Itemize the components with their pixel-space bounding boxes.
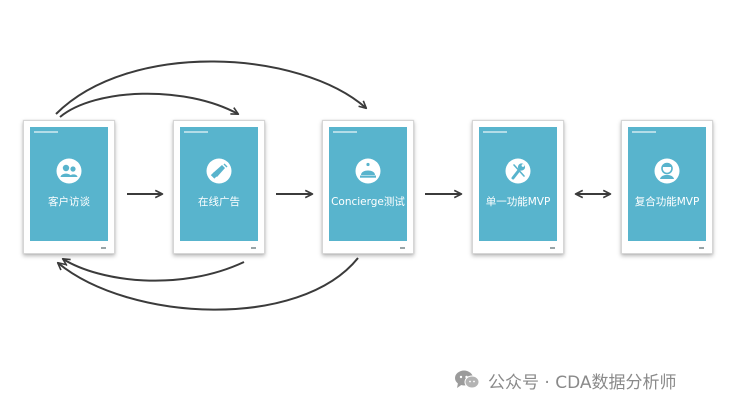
tools-icon bbox=[505, 158, 531, 184]
people-icon bbox=[56, 158, 82, 184]
megaphone-icon bbox=[206, 158, 232, 184]
stage-label: 客户访谈 bbox=[48, 196, 90, 208]
card-strip bbox=[34, 131, 58, 133]
curve-stage1-to-stage3 bbox=[55, 60, 368, 115]
card-panel: 客户访谈 bbox=[30, 127, 108, 241]
card-panel: 单一功能MVP bbox=[479, 127, 557, 241]
user-icon bbox=[654, 158, 680, 184]
stage-label: Concierge测试 bbox=[331, 196, 405, 208]
card-strip bbox=[184, 131, 208, 133]
curve-stage1-to-stage2 bbox=[59, 92, 240, 118]
stage-card-customer-interview: 客户访谈 bbox=[23, 120, 115, 254]
chat-bubbles-icon bbox=[455, 370, 480, 389]
card-strip bbox=[632, 131, 656, 133]
concierge-bell-icon bbox=[355, 158, 381, 184]
curve-stage3-back-to-stage1 bbox=[56, 257, 359, 311]
card-panel: Concierge测试 bbox=[329, 127, 407, 241]
stage-card-single-feature-mvp: 单一功能MVP bbox=[472, 120, 564, 254]
stage-card-online-ads: 在线广告 bbox=[173, 120, 265, 254]
stage-card-composite-feature-mvp: 复合功能MVP bbox=[621, 120, 713, 254]
watermark-text: 公众号 · CDA数据分析师 bbox=[488, 372, 677, 393]
card-corner-mark bbox=[550, 247, 555, 249]
card-strip bbox=[483, 131, 507, 133]
curve-stage2-back-to-stage1 bbox=[61, 257, 245, 282]
stage-label: 在线广告 bbox=[198, 196, 240, 208]
watermark: 公众号 · CDA数据分析师 bbox=[454, 367, 677, 393]
card-panel: 在线广告 bbox=[180, 127, 258, 241]
stage-card-concierge-test: Concierge测试 bbox=[322, 120, 414, 254]
card-corner-mark bbox=[101, 247, 106, 249]
card-corner-mark bbox=[251, 247, 256, 249]
stage-label: 复合功能MVP bbox=[634, 196, 700, 208]
card-strip bbox=[333, 131, 357, 133]
stage-label: 单一功能MVP bbox=[485, 196, 551, 208]
card-corner-mark bbox=[699, 247, 704, 249]
card-panel: 复合功能MVP bbox=[628, 127, 706, 241]
card-corner-mark bbox=[400, 247, 405, 249]
